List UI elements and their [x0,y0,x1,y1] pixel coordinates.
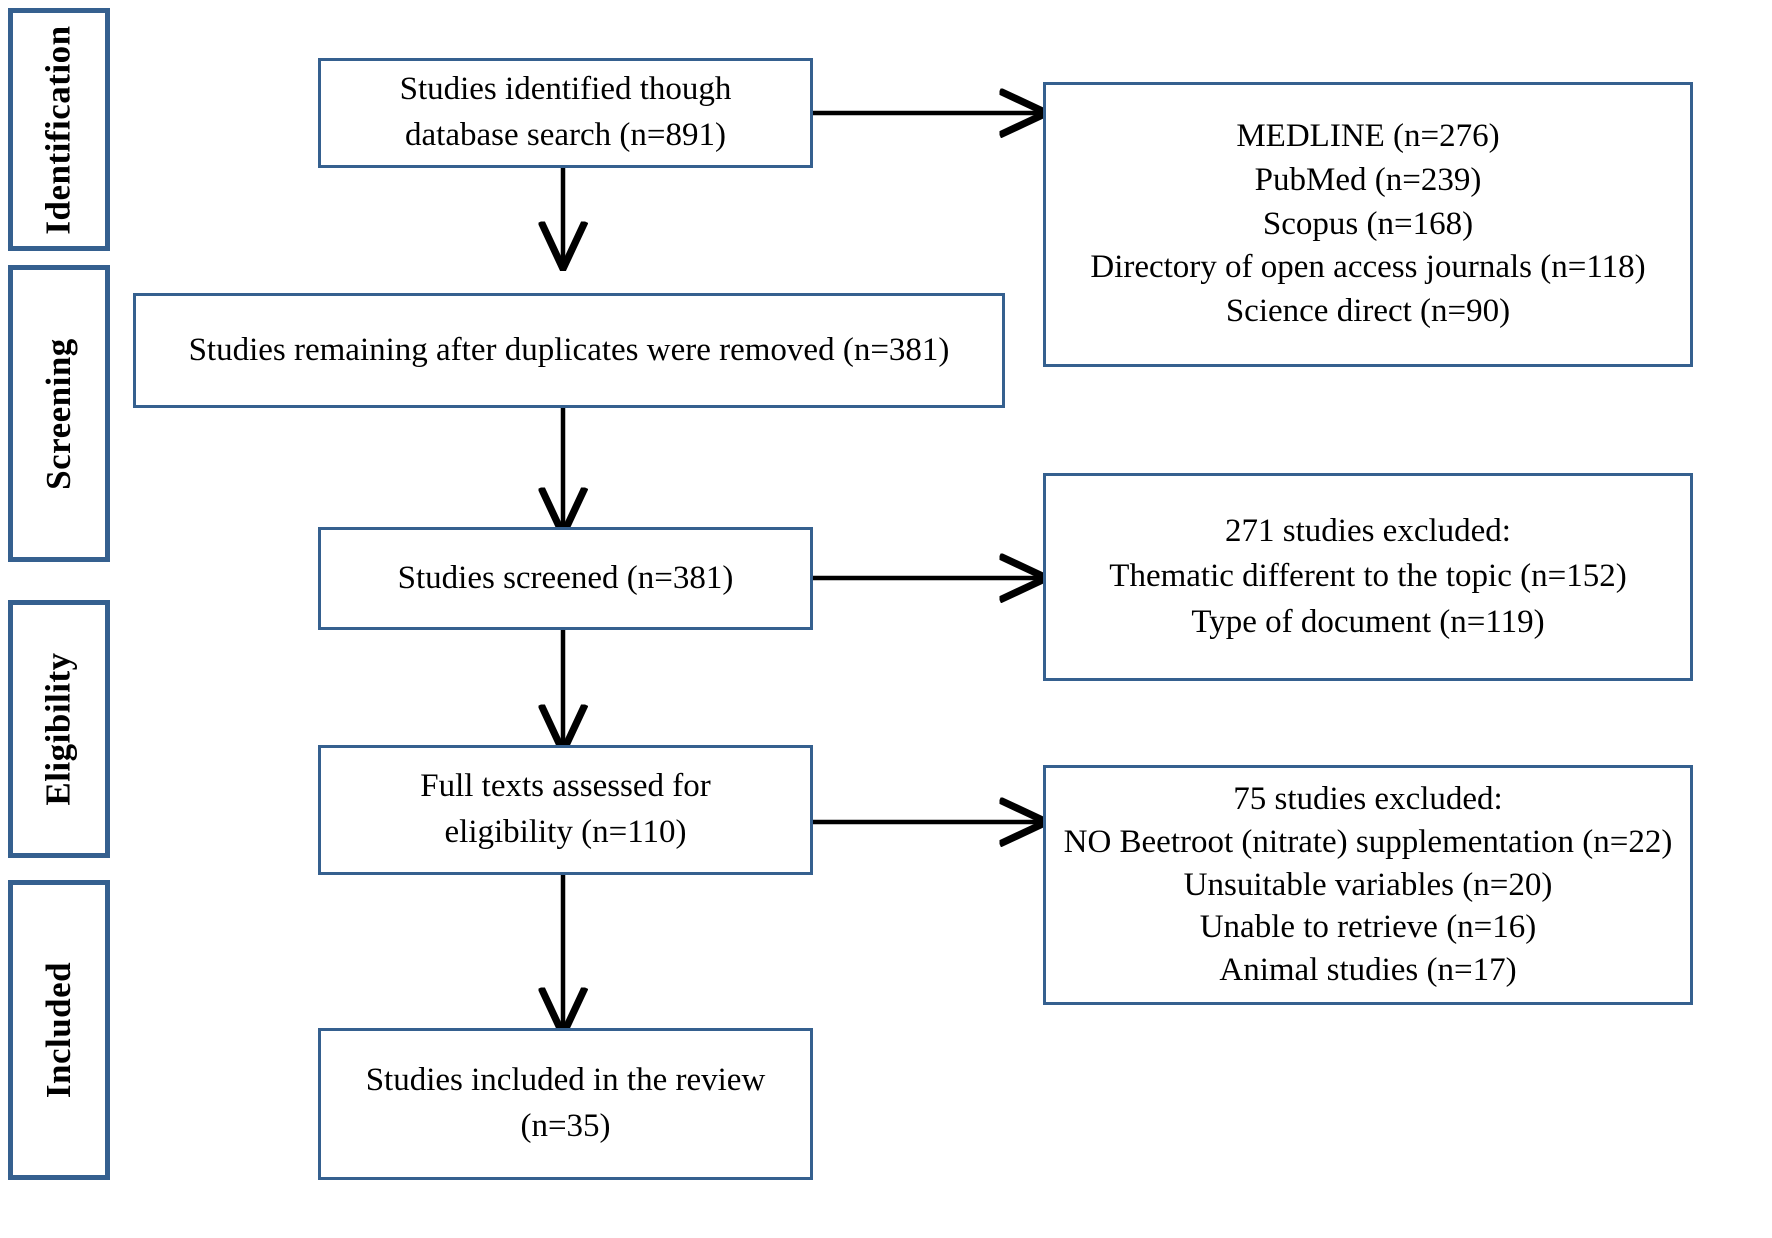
box-eligibility-excluded: 75 studies excluded: NO Beetroot (nitrat… [1043,765,1693,1005]
box-duplicates-removed: Studies remaining after duplicates were … [133,293,1005,408]
database-line-pubmed: PubMed (n=239) [1254,161,1482,198]
box-studies-screened: Studies screened (n=381) [318,527,813,630]
box-full-texts-assessed: Full texts assessed for eligibility (n=1… [318,745,813,875]
box-database-breakdown: MEDLINE (n=276) PubMed (n=239) Scopus (n… [1043,82,1693,367]
box-duplicates-removed-line-1: Studies remaining after duplicates were … [188,331,950,368]
database-line-scopus: Scopus (n=168) [1262,205,1474,242]
database-line-doaj: Directory of open access journals (n=118… [1090,249,1646,286]
box-studies-screened-line-1: Studies screened (n=381) [397,559,734,596]
stage-label-screening: Screening [39,337,79,490]
screening-excluded-line-total: 271 studies excluded: [1225,512,1511,549]
stage-box-screening: Screening [8,265,110,562]
box-studies-identified-line-1: Studies identified though [399,71,732,108]
stage-box-eligibility: Eligibility [8,600,110,858]
stage-label-eligibility: Eligibility [39,652,78,806]
stage-box-identification: Identification [8,8,110,251]
database-line-medline: MEDLINE (n=276) [1236,117,1500,154]
box-full-texts-line-2: eligibility (n=110) [444,814,687,850]
box-screening-excluded: 271 studies excluded: Thematic different… [1043,473,1693,681]
box-studies-included-line-1: Studies included in the review [365,1062,766,1099]
eligibility-excluded-line-unable-retrieve: Unable to retrieve (n=16) [1199,909,1537,946]
database-line-science-direct: Science direct (n=90) [1225,293,1511,330]
eligibility-excluded-line-unsuitable: Unsuitable variables (n=20) [1183,866,1553,903]
box-studies-identified: Studies identified though database searc… [318,58,813,168]
stage-label-identification: Identification [39,24,79,235]
screening-excluded-line-thematic: Thematic different to the topic (n=152) [1109,558,1627,595]
stage-label-included: Included [39,961,78,1099]
eligibility-excluded-line-no-beetroot: NO Beetroot (nitrate) supplementation (n… [1063,823,1673,860]
box-full-texts-line-1: Full texts assessed for [420,768,711,805]
box-studies-included-line-2: (n=35) [520,1108,611,1144]
screening-excluded-line-doctype: Type of document (n=119) [1191,603,1545,640]
box-studies-included: Studies included in the review (n=35) [318,1028,813,1180]
box-studies-identified-line-2: database search (n=891) [405,117,726,153]
eligibility-excluded-line-animal: Animal studies (n=17) [1219,952,1517,989]
stage-box-included: Included [8,880,110,1180]
eligibility-excluded-line-total: 75 studies excluded: [1233,780,1503,817]
